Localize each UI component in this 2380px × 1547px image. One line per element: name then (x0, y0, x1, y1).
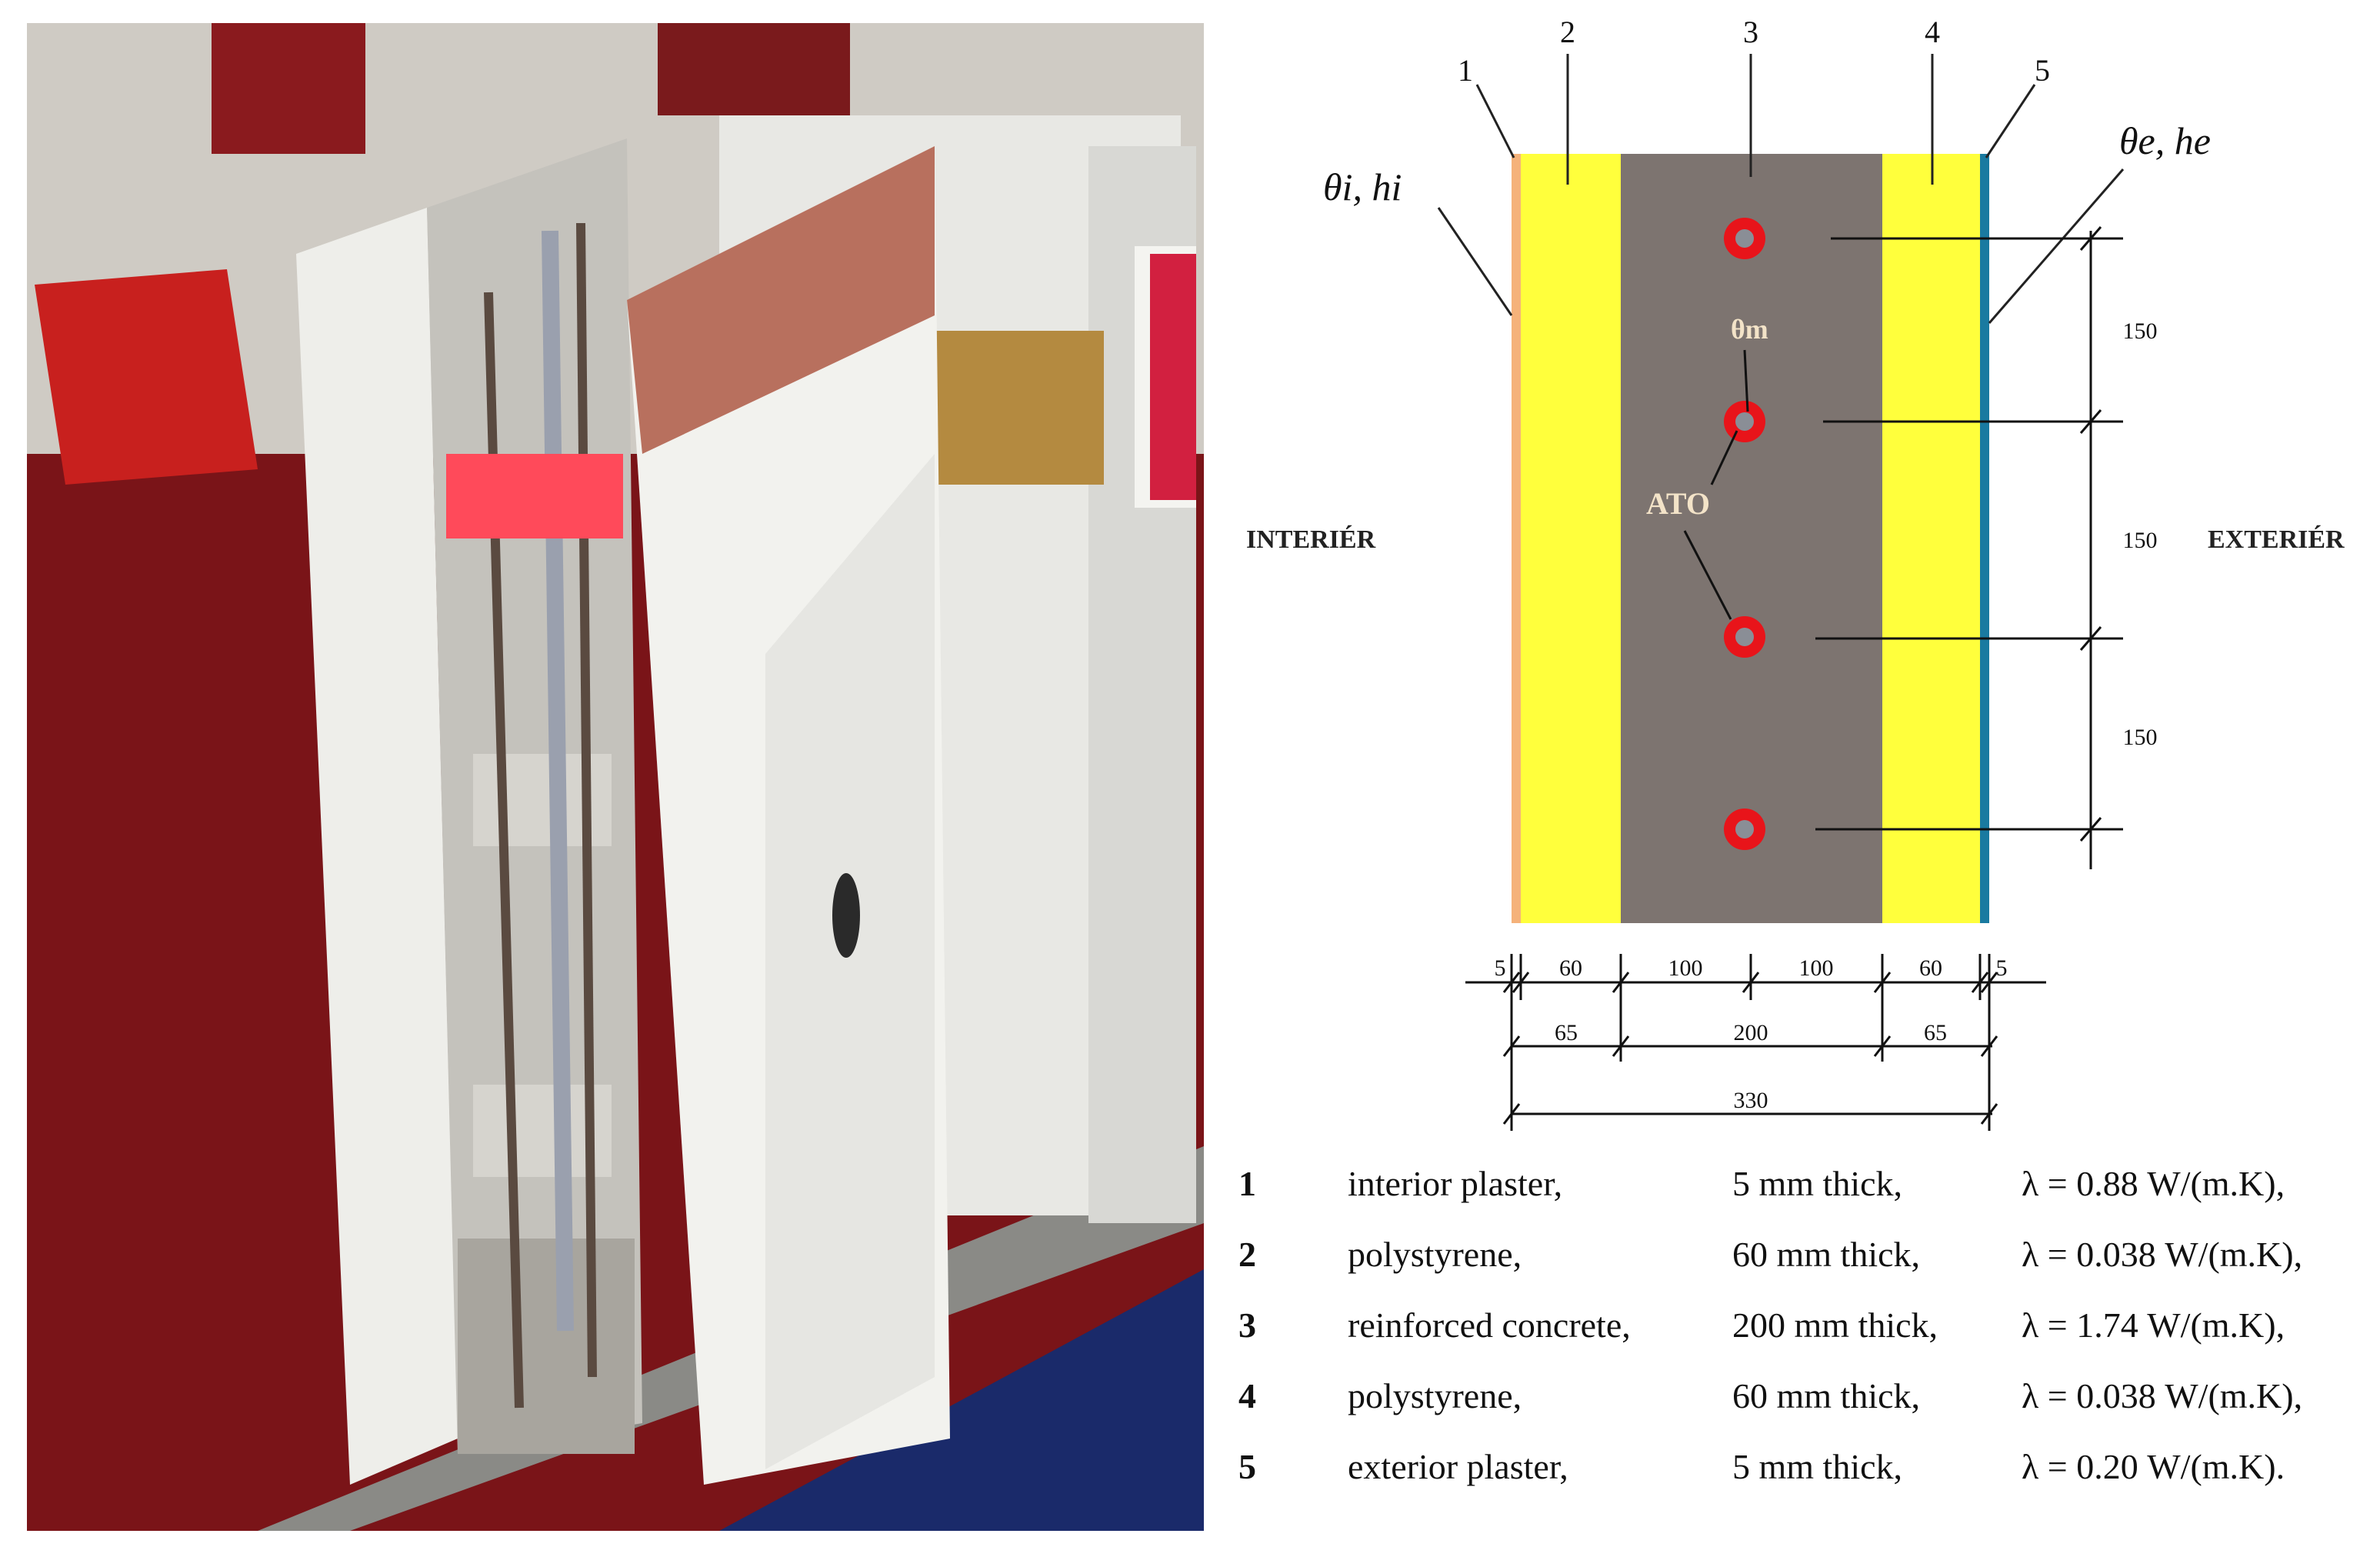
legend-thickness: 200 mm thick, (1732, 1305, 1938, 1345)
legend-material: interior plaster, (1348, 1164, 1563, 1203)
dim-polystyrene-exterior: 60 (1919, 955, 1942, 981)
dim-concrete-half-1: 100 (1668, 955, 1703, 981)
ato-sensors (1724, 218, 1765, 850)
layer-number-5: 5 (2035, 53, 2050, 88)
wall-sample-photo (27, 23, 1204, 1531)
dim-exterior-plaster: 5 (1996, 955, 2008, 981)
vertical-spacing-3: 150 (2123, 725, 2158, 750)
theta-m-label: θm (1731, 314, 1768, 345)
dim-exterior-group: 65 (1924, 1020, 1947, 1045)
layer-reinforced-concrete (1621, 154, 1882, 923)
dim-interior-group: 65 (1555, 1020, 1578, 1045)
legend-material: polystyrene, (1348, 1235, 1522, 1274)
legend-row-2: 2 polystyrene, 60 mm thick, λ = 0.038 W/… (1238, 1234, 2369, 1288)
layer-number-2: 2 (1560, 15, 1575, 49)
layer-interior-plaster (1512, 154, 1521, 923)
interior-label: INTERIÉR (1246, 525, 1376, 554)
legend-row-3: 3 reinforced concrete, 200 mm thick, λ =… (1238, 1305, 2369, 1359)
legend-conductivity: λ = 0.88 W/(m.K), (2022, 1164, 2285, 1203)
exterior-label: EXTERIÉR (2208, 525, 2345, 554)
ato-sensor (1724, 616, 1765, 658)
legend-conductivity: λ = 0.038 W/(m.K), (2022, 1376, 2303, 1415)
layer-exterior-plaster (1980, 154, 1989, 923)
legend-row-1: 1 interior plaster, 5 mm thick, λ = 0.88… (1238, 1163, 2369, 1217)
legend-number: 2 (1238, 1235, 1256, 1274)
dim-concrete-total: 200 (1734, 1020, 1768, 1045)
ato-sensor (1724, 809, 1765, 850)
vertical-spacing-2: 150 (2123, 528, 2158, 553)
legend-thickness: 60 mm thick, (1732, 1376, 1921, 1415)
dim-polystyrene-interior: 60 (1559, 955, 1582, 981)
legend-number: 3 (1238, 1305, 1256, 1345)
ato-sensor (1724, 401, 1765, 442)
layer-polystyrene-exterior (1882, 154, 1980, 923)
legend-row-5: 5 exterior plaster, 5 mm thick, λ = 0.20… (1238, 1446, 2369, 1500)
layer-number-4: 4 (1925, 15, 1940, 49)
dim-concrete-half-2: 100 (1799, 955, 1834, 981)
legend-conductivity: λ = 0.038 W/(m.K), (2022, 1235, 2303, 1274)
theta-e-label: θe, he (2119, 119, 2211, 162)
legend-row-4: 4 polystyrene, 60 mm thick, λ = 0.038 W/… (1238, 1375, 2369, 1429)
layer-polystyrene-interior (1521, 154, 1621, 923)
dim-interior-plaster: 5 (1495, 955, 1506, 981)
legend-conductivity: λ = 1.74 W/(m.K), (2022, 1305, 2285, 1345)
legend-thickness: 5 mm thick, (1732, 1164, 1903, 1203)
theta-i-label: θi, hi (1323, 165, 1402, 208)
vertical-spacing-1: 150 (2123, 318, 2158, 344)
legend-material: exterior plaster, (1348, 1447, 1568, 1486)
legend-number: 1 (1238, 1164, 1256, 1203)
legend-thickness: 60 mm thick, (1732, 1235, 1921, 1274)
legend-conductivity: λ = 0.20 W/(m.K). (2022, 1447, 2285, 1486)
legend-thickness: 5 mm thick, (1732, 1447, 1903, 1486)
ato-sensor (1724, 218, 1765, 259)
legend-number: 4 (1238, 1376, 1256, 1415)
legend-material: polystyrene, (1348, 1376, 1522, 1415)
ato-label: ATO (1646, 486, 1710, 521)
layer-number-3: 3 (1743, 15, 1758, 49)
legend-number: 5 (1238, 1447, 1256, 1486)
layer-number-1: 1 (1458, 53, 1473, 88)
legend-material: reinforced concrete, (1348, 1305, 1631, 1345)
dim-total: 330 (1734, 1088, 1768, 1113)
